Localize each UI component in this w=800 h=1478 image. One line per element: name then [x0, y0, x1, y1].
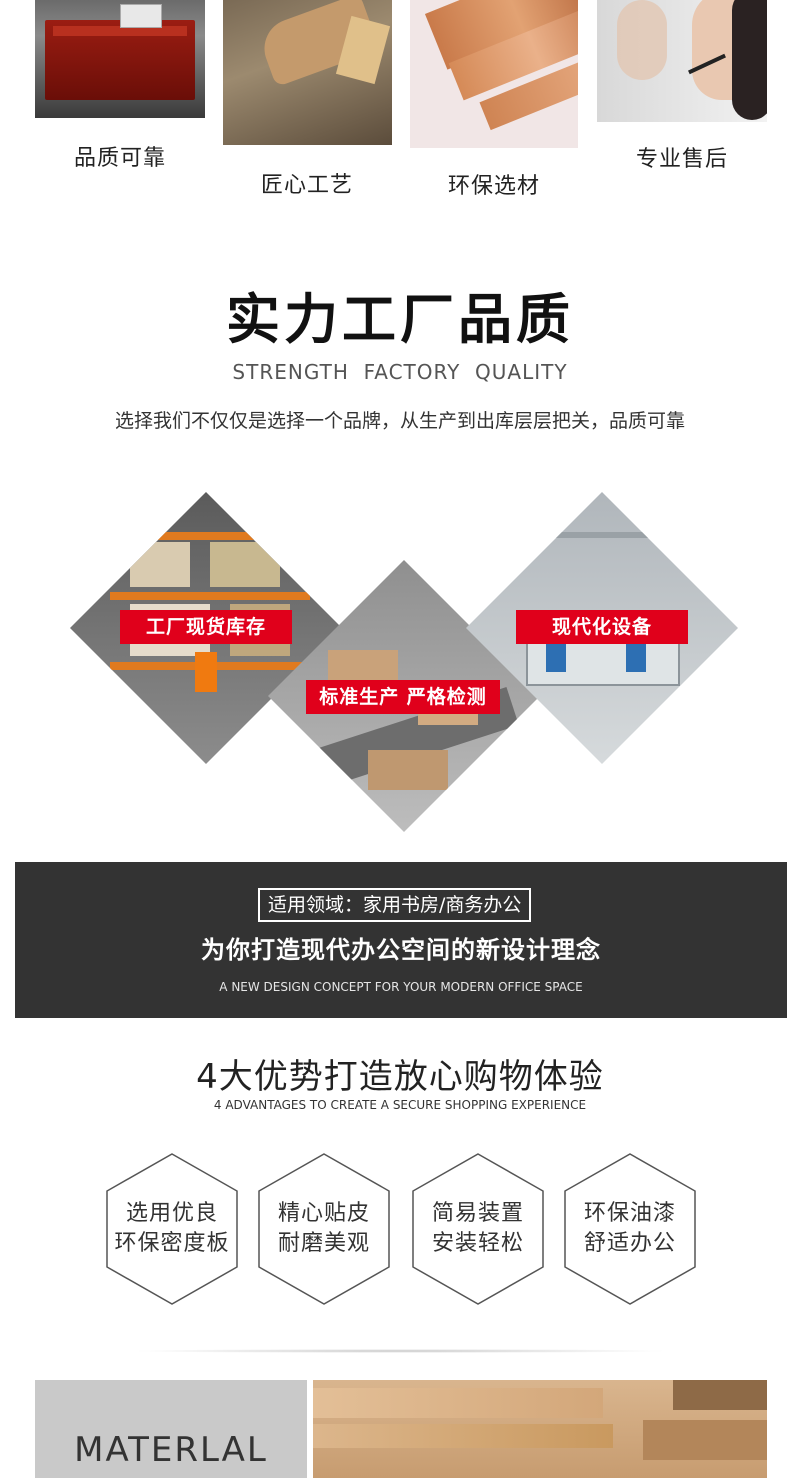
advantage-line2: 舒适办公: [583, 1231, 676, 1256]
woodworking-photo: [223, 0, 392, 145]
tile-label-warehouse: 工厂现货库存: [120, 610, 292, 644]
feature-label: 环保选材: [447, 174, 540, 199]
feature-label: 专业售后: [635, 147, 728, 172]
advantage-hexagon: 选用优良环保密度板: [106, 1153, 238, 1305]
factory-subtitle-en: STRENGTH FACTORY QUALITY: [232, 360, 568, 384]
advantage-line2: 安装轻松: [431, 1231, 524, 1256]
factory-description: 选择我们不仅仅是选择一个品牌，从生产到出库层层把关，品质可靠: [114, 410, 685, 432]
advantages-title: 4大优势打造放心购物体验: [196, 1057, 604, 1097]
advantage-line2: 耐磨美观: [277, 1231, 370, 1256]
feature-label: 匠心工艺: [260, 173, 353, 198]
mdf-board-photo: [313, 1380, 767, 1478]
hexagon-outline-icon: [106, 1153, 238, 1305]
advantage-line2: 环保密度板: [114, 1231, 230, 1256]
hexagon-outline-icon: [258, 1153, 390, 1305]
scope-box: 适用领域：家用书房/商务办公: [258, 888, 532, 922]
hexagon-outline-icon: [412, 1153, 544, 1305]
feature-label: 品质可靠: [73, 146, 166, 171]
tile-label-production: 标准生产 严格检测: [306, 680, 500, 714]
customer-service-photo: [597, 0, 767, 122]
advantage-line1: 环保油漆: [583, 1201, 676, 1226]
hexagon-outline-icon: [564, 1153, 696, 1305]
advantage-line1: 选用优良: [125, 1201, 218, 1226]
advantage-hexagon: 环保油漆舒适办公: [564, 1153, 696, 1305]
advantage-hexagon: 简易装置安装轻松: [412, 1153, 544, 1305]
advantage-line1: 简易装置: [431, 1201, 524, 1226]
office-desk-photo: [35, 0, 205, 118]
concept-headline-en: A NEW DESIGN CONCEPT FOR YOUR MODERN OFF…: [219, 980, 583, 994]
advantage-line1: 精心贴皮: [277, 1201, 370, 1226]
concept-band: 适用领域：家用书房/商务办公 为你打造现代办公空间的新设计理念 A NEW DE…: [15, 862, 787, 1018]
material-label: MATERLAL: [74, 1430, 268, 1470]
material-panel: MATERLAL: [35, 1380, 307, 1478]
advantages-subtitle-en: 4 ADVANTAGES TO CREATE A SECURE SHOPPING…: [213, 1098, 587, 1112]
advantage-hexagon: 精心贴皮耐磨美观: [258, 1153, 390, 1305]
tile-label-equipment: 现代化设备: [516, 610, 688, 644]
factory-title: 实力工厂品质: [226, 288, 574, 351]
section-divider: [130, 1349, 670, 1353]
concept-headline: 为你打造现代办公空间的新设计理念: [201, 936, 601, 964]
wood-boards-photo: [410, 0, 578, 148]
